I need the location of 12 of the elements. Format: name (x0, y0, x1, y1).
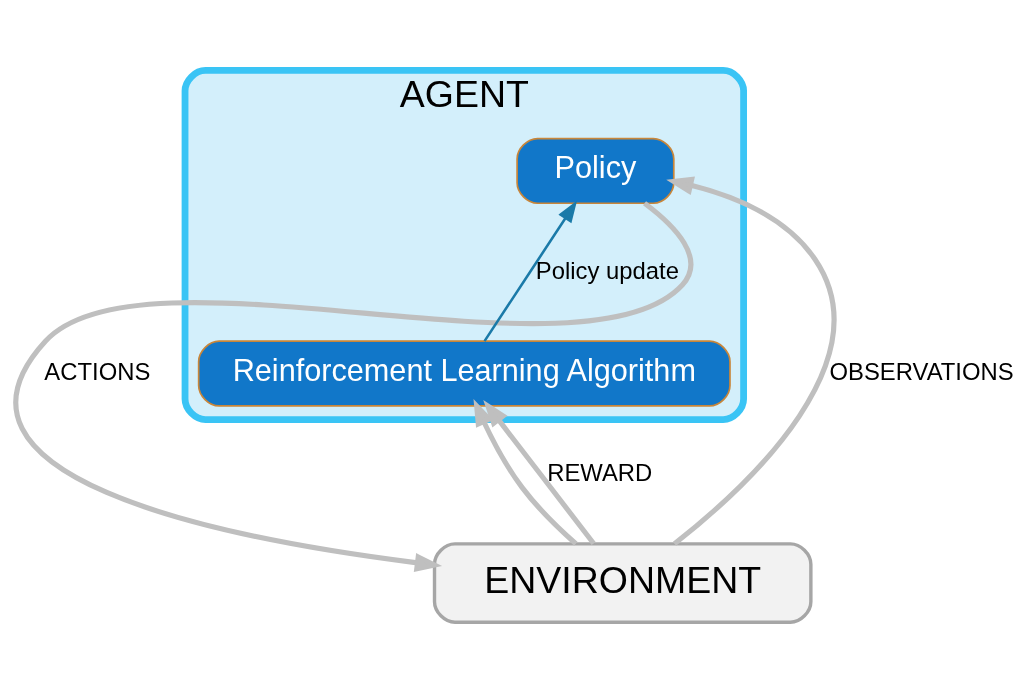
node-box: Reinforcement Learning Algorithm (197, 340, 731, 407)
edge-label: OBSERVATIONS (829, 357, 1014, 385)
edge-label: REWARD (547, 459, 653, 487)
arrow (483, 200, 578, 342)
arrow (666, 176, 837, 546)
arrow (483, 399, 596, 546)
edge-label: Policy update (535, 256, 679, 284)
arrow (14, 201, 694, 573)
node-box: Policy (516, 137, 675, 205)
arrow (473, 398, 578, 546)
node-box: ENVIRONMENT (432, 542, 813, 624)
edge-label: ACTIONS (44, 357, 151, 385)
